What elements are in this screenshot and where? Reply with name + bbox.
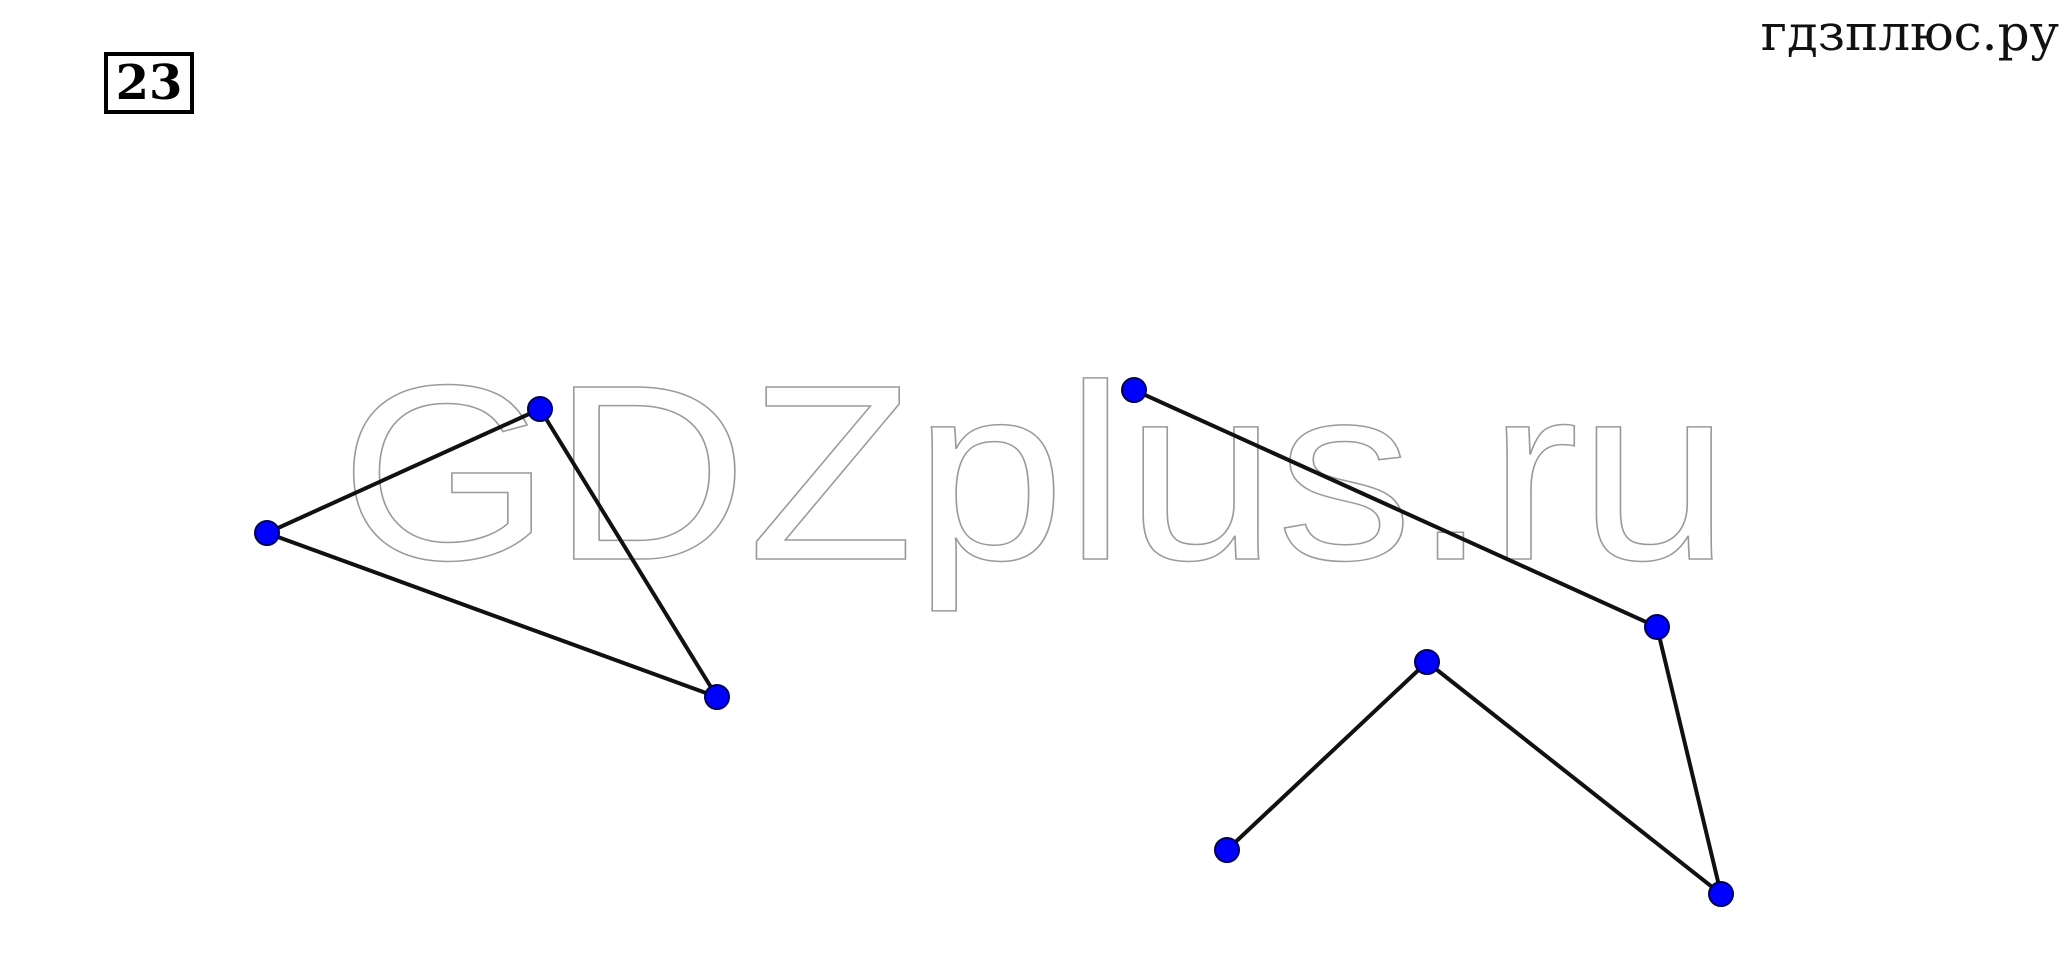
site-label: гдзплюс.ру	[1760, 4, 2059, 62]
segment-3	[1425, 660, 1723, 896]
segment-4	[1225, 660, 1429, 852]
segment-1	[266, 407, 541, 535]
segment-1	[1133, 388, 1658, 629]
closed-polyline-triangle	[254, 396, 730, 710]
open-polyline	[1121, 377, 1734, 907]
vertex-point	[1644, 614, 1670, 640]
vertex-point	[254, 520, 280, 546]
vertex-point	[1121, 377, 1147, 403]
vertex-point	[704, 684, 730, 710]
vertex-point	[1214, 837, 1240, 863]
watermark-text: GDZplus.ru	[340, 333, 1730, 612]
segment-2	[1655, 626, 1723, 895]
vertex-point	[1708, 881, 1734, 907]
segment-3	[266, 531, 718, 699]
segment-2	[538, 407, 719, 699]
task-number-box: 23	[104, 52, 194, 114]
vertex-point	[1414, 649, 1440, 675]
vertex-point	[527, 396, 553, 422]
task-number: 23	[115, 55, 183, 111]
